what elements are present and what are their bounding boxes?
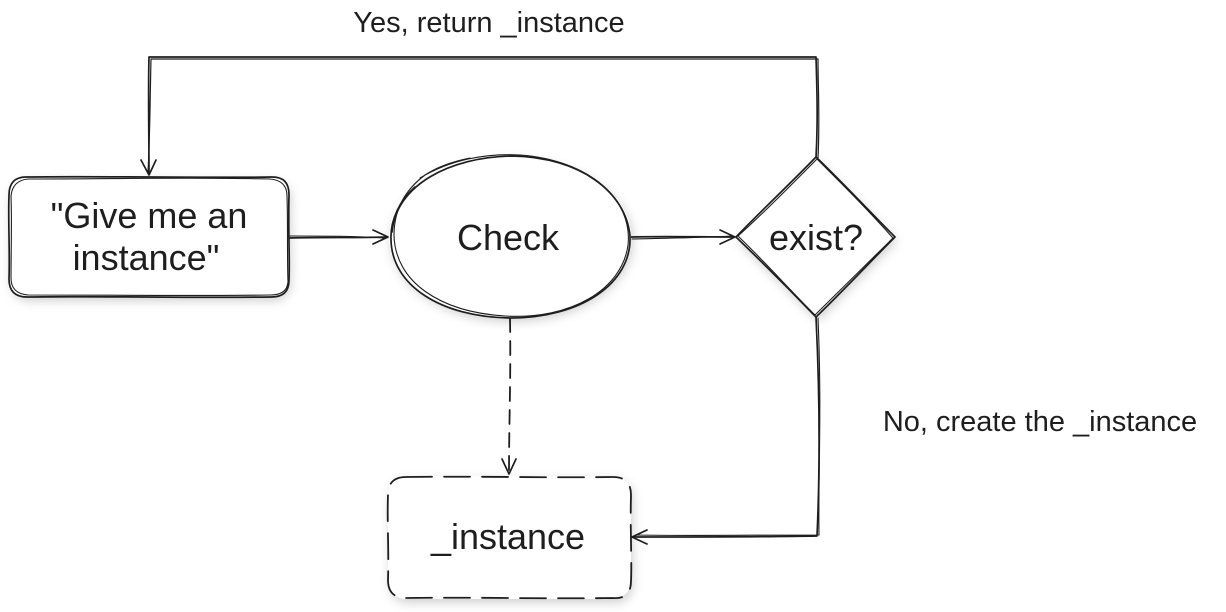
request-to-check-arrowhead — [372, 229, 389, 245]
request-node-label-line2: instance" — [73, 237, 220, 278]
exist-node: exist? — [735, 156, 896, 318]
request-node-label-line1: "Give me an — [51, 195, 248, 236]
request-to-check-edge — [288, 229, 389, 245]
instance-node-label: _instance — [430, 516, 585, 557]
yes-edge-label: Yes, return _instance — [353, 7, 624, 39]
check-node-label: Check — [457, 217, 560, 258]
check-to-instance-edge — [501, 317, 517, 475]
request-node: "Give me an instance" — [7, 175, 291, 299]
no-edge-label: No, create the _instance — [883, 406, 1197, 438]
check-to-instance-arrowhead — [501, 458, 517, 475]
yes-edge-arrowhead — [140, 159, 157, 176]
check-node: Check — [389, 154, 631, 319]
instance-node: _instance — [386, 475, 633, 600]
no-edge — [631, 316, 821, 545]
check-to-exist-arrowhead — [719, 229, 736, 245]
check-to-exist-edge — [629, 229, 736, 245]
no-edge-arrowhead — [631, 529, 648, 545]
exist-node-label: exist? — [769, 217, 863, 258]
